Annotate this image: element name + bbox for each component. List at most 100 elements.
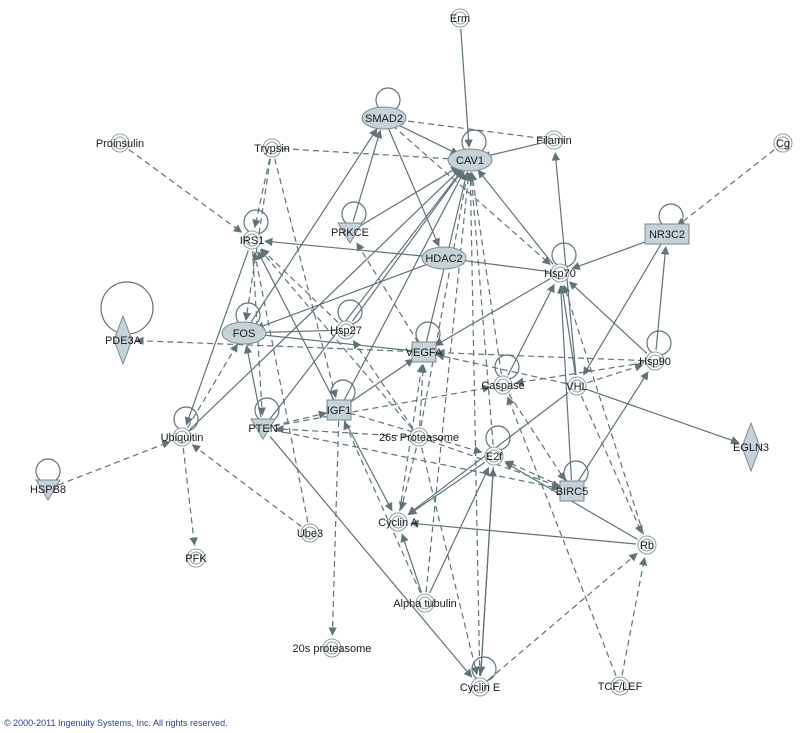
edge-Erm-to-CAV1: [460, 28, 473, 148]
node-PDE3A[interactable]: PDE3A: [105, 314, 142, 366]
edge-E2f-to-CAV1: [467, 172, 494, 446]
node-label-PFK: PFK: [185, 553, 207, 565]
edge-26sProteasome-to-CAV1: [420, 171, 471, 427]
node-Erm[interactable]: Erm: [450, 8, 470, 28]
node-E2f[interactable]: E2f: [484, 446, 504, 466]
node-26sProteasome[interactable]: 26s Proteasome: [379, 427, 459, 447]
edge-Ubiquitin-to-CAV1: [189, 168, 462, 430]
node-TCFLEF[interactable]: TCF/LEF: [598, 676, 643, 696]
edge-VHL-to-Hsp90: [587, 363, 644, 384]
node-NR3C2[interactable]: NR3C2: [644, 223, 690, 245]
node-label-EGLN3: EGLN3: [733, 442, 769, 454]
edge-VHL-to-Rb: [580, 395, 643, 534]
self-loop-PRKCE: [341, 201, 367, 227]
edge-IGF1-to-E2f: [349, 412, 483, 455]
node-label-VEGFA: VEGFA: [406, 347, 443, 359]
node-HSPB8[interactable]: HSPB8: [30, 479, 66, 501]
node-label-Erm: Erm: [450, 13, 470, 25]
edge-Ubiquitin-to-FOS: [187, 343, 238, 428]
node-label-PDE3A: PDE3A: [105, 335, 142, 347]
edge-CyclinE-to-Rb: [487, 552, 638, 681]
node-label-Cg: Cg: [776, 138, 790, 150]
edge-Ube3-to-IRS1: [251, 251, 309, 523]
edge-VHL-to-Filamin: [551, 152, 577, 376]
node-label-Filamin: Filamin: [536, 135, 571, 147]
edge-TCFLEF-to-Caspase: [506, 396, 617, 676]
edge-PTEN-to-CyclinE: [269, 436, 473, 678]
node-label-Proinsulin: Proinsulin: [96, 138, 144, 150]
node-PRKCE[interactable]: PRKCE: [331, 222, 369, 244]
edge-26sProteasome-to-IRS1: [259, 249, 413, 429]
node-label-FOS: FOS: [233, 328, 256, 340]
node-Caspase[interactable]: Caspase: [481, 375, 525, 395]
edge-HSPB8-to-Ubiquitin: [58, 440, 171, 486]
node-label-Ube3: Ube3: [297, 528, 323, 540]
node-IGF1[interactable]: IGF1: [326, 399, 352, 421]
node-label-Ubiquitin: Ubiquitin: [161, 432, 204, 444]
edge-Hsp27-to-CAV1: [351, 169, 463, 322]
node-Filamin[interactable]: Filamin: [536, 130, 572, 150]
edge-IGF1-to-20sProteasome: [328, 420, 340, 636]
edge-SMAD2-to-CAV1: [393, 122, 460, 155]
self-loop-CyclinE: [471, 656, 497, 682]
node-BIRC5[interactable]: BIRC5: [556, 480, 588, 502]
node-PFK[interactable]: PFK: [185, 548, 207, 568]
edge-NR3C2-to-Hsp70: [571, 237, 657, 270]
node-label-HSPB8: HSPB8: [30, 484, 66, 496]
edge-IGF1-to-VEGFA: [347, 358, 414, 405]
node-label-TCFLEF: TCF/LEF: [598, 681, 643, 693]
edge-CyclinE-to-CAV1: [466, 172, 481, 677]
node-FOS[interactable]: FOS: [221, 321, 267, 345]
edge-BIRC5-to-Hsp90: [577, 371, 649, 483]
edge-Hsp27-to-FOS: [256, 328, 336, 337]
node-label-Rb: Rb: [640, 540, 654, 552]
self-loop-Hsp90: [646, 330, 672, 356]
edge-FOS-to-SMAD2: [249, 128, 378, 325]
node-CyclinA[interactable]: Cyclin A: [378, 512, 419, 532]
node-Ube3[interactable]: Ube3: [297, 523, 323, 543]
edge-IGF1-to-IRS1: [257, 250, 335, 401]
node-label-CyclinE: Cyclin E: [460, 682, 500, 694]
edge-Hsp27-to-IRS1: [260, 248, 339, 323]
edge-Caspase-to-CAV1: [468, 172, 502, 375]
edge-PTEN-to-FOS: [243, 344, 262, 418]
edge-PTEN-to-Caspase: [273, 384, 492, 427]
edge-Trypsin-to-IGF1: [274, 158, 338, 399]
node-Rb[interactable]: Rb: [637, 535, 657, 555]
node-SMAD2[interactable]: SMAD2: [361, 106, 407, 130]
node-CyclinE[interactable]: Cyclin E: [460, 677, 500, 697]
edge-PTEN-to-CAV1: [269, 169, 463, 420]
edge-26sProteasome-to-CyclinE: [421, 447, 480, 676]
node-20sProteasome[interactable]: 20s proteasome: [293, 638, 372, 658]
node-Cg[interactable]: Cg: [773, 133, 793, 153]
node-label-Hsp27: Hsp27: [330, 325, 362, 337]
node-label-SMAD2: SMAD2: [365, 113, 403, 125]
node-label-Trypsin: Trypsin: [254, 143, 290, 155]
node-Ubiquitin[interactable]: Ubiquitin: [161, 427, 204, 447]
edge-Hsp90-to-Caspase: [515, 362, 645, 386]
node-PTEN[interactable]: PTEN: [248, 418, 278, 440]
node-label-CAV1: CAV1: [456, 155, 484, 167]
edge-Rb-to-CyclinA: [410, 519, 637, 545]
node-Hsp70[interactable]: Hsp70: [544, 263, 576, 283]
edge-26sProteasome-to-VEGFA: [418, 364, 427, 427]
node-Hsp90[interactable]: Hsp90: [639, 351, 671, 371]
node-IRS1[interactable]: IRS1: [240, 230, 264, 250]
node-CAV1[interactable]: CAV1: [447, 148, 493, 172]
node-label-IRS1: IRS1: [240, 235, 264, 247]
node-EGLN3[interactable]: EGLN3: [733, 421, 769, 473]
node-Proinsulin[interactable]: Proinsulin: [96, 133, 144, 153]
edge-IRS1-to-Ubiquitin: [184, 250, 249, 426]
node-HDAC2[interactable]: HDAC2: [421, 246, 467, 270]
self-loop-Caspase: [494, 354, 520, 380]
edge-SMAD2-to-HDAC2: [387, 127, 440, 247]
edge-PRKCE-to-SMAD2: [352, 129, 383, 222]
node-Trypsin[interactable]: Trypsin: [254, 138, 290, 158]
node-Hsp27[interactable]: Hsp27: [330, 320, 362, 340]
edge-Cg-to-NR3C2: [676, 149, 775, 227]
edge-VHL-to-Hsp70: [558, 285, 576, 376]
node-AlphaTubulin[interactable]: Alpha tubulin: [393, 593, 457, 613]
node-VHL[interactable]: VHL: [566, 376, 588, 396]
node-VEGFA[interactable]: VEGFA: [406, 341, 443, 363]
